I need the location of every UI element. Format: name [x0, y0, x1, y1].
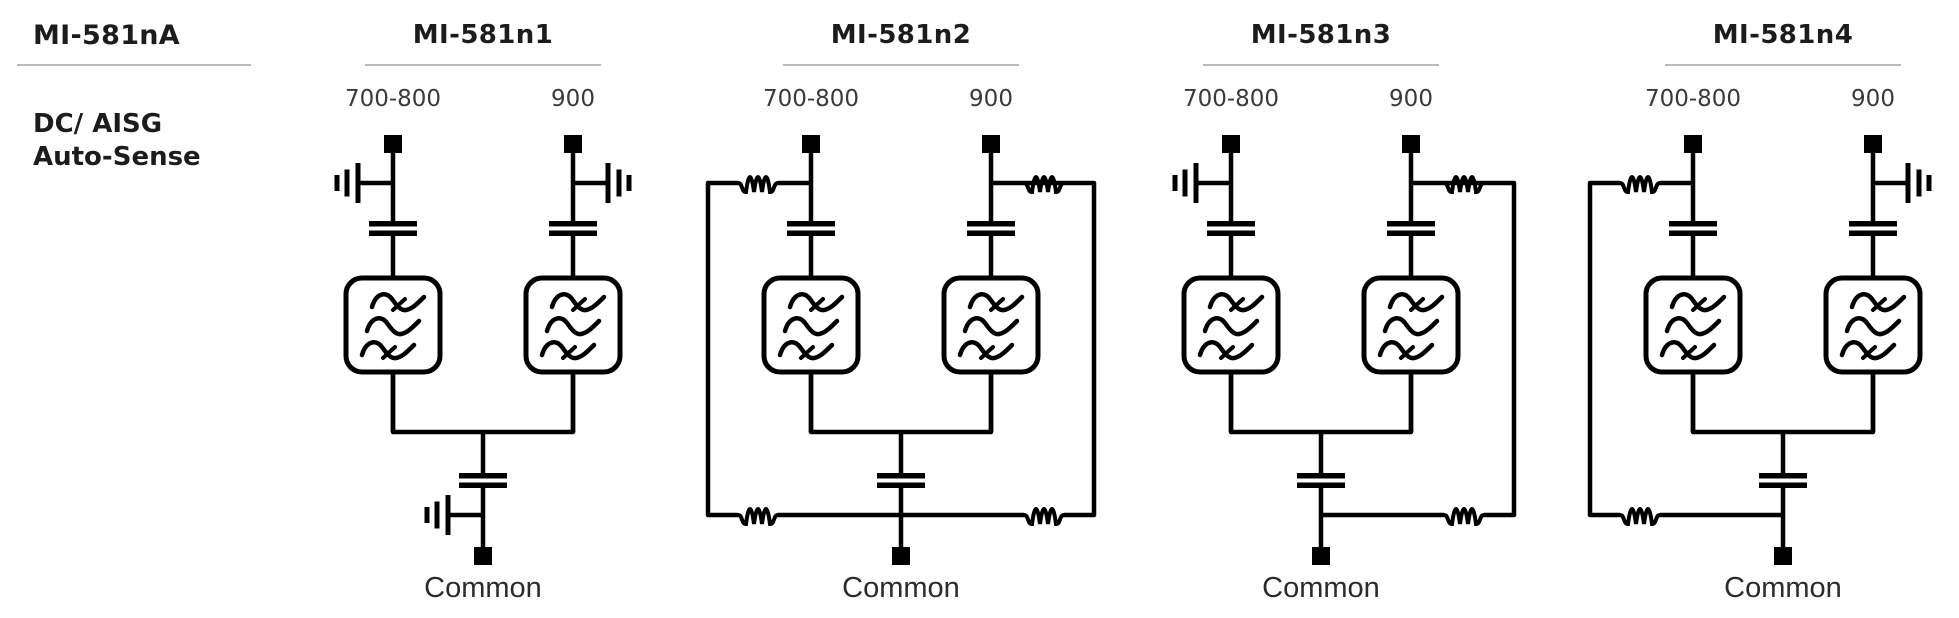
- port-terminal: [802, 135, 820, 153]
- capacitor-icon: [1759, 473, 1807, 488]
- port-terminal: [1222, 135, 1240, 153]
- bandpass-filter-icon: [1643, 275, 1743, 375]
- common-label: Common: [1262, 572, 1380, 604]
- port-terminal: [564, 135, 582, 153]
- inductor-icon: [1022, 507, 1066, 527]
- series-header: MI-581nA DC/ AISG Auto-Sense: [17, 0, 251, 618]
- circuit-title: MI-581n1: [412, 20, 554, 50]
- series-title: MI-581nA: [33, 20, 180, 51]
- capacitor-icon: [967, 221, 1015, 236]
- circuit-title: MI-581n3: [1250, 20, 1392, 50]
- capacitor-icon: [1387, 221, 1435, 236]
- wire: [808, 371, 994, 435]
- wire: [1587, 180, 1620, 518]
- circuit-divider: [1203, 64, 1439, 66]
- wire: [1228, 371, 1414, 435]
- common-label: Common: [842, 572, 960, 604]
- port-label: 700-800: [763, 86, 859, 112]
- series-divider: [17, 64, 251, 66]
- bandpass-filter-icon: [523, 275, 623, 375]
- port-label: 700-800: [1645, 86, 1741, 112]
- feature-line-1: DC/ AISG: [33, 109, 163, 139]
- ground-icon: [573, 163, 632, 203]
- common-terminal: [474, 547, 492, 565]
- port-label: 900: [1851, 86, 1895, 112]
- wire: [1690, 371, 1876, 435]
- capacitor-icon: [787, 221, 835, 236]
- ground-icon: [1873, 163, 1932, 203]
- bandpass-filter-icon: [1181, 275, 1281, 375]
- port-label: 900: [969, 86, 1013, 112]
- port-label: 900: [1389, 86, 1433, 112]
- port-terminal: [1402, 135, 1420, 153]
- circuit-divider: [783, 64, 1019, 66]
- capacitor-icon: [1669, 221, 1717, 236]
- capacitor-icon: [1207, 221, 1255, 236]
- circuit-divider: [365, 64, 601, 66]
- bandpass-filter-icon: [1823, 275, 1923, 375]
- common-terminal: [1312, 547, 1330, 565]
- port-label: 700-800: [1183, 86, 1279, 112]
- capacitor-icon: [369, 221, 417, 236]
- inductor-icon: [1618, 175, 1662, 195]
- wire: [1484, 180, 1517, 518]
- common-label: Common: [1724, 572, 1842, 604]
- bandpass-filter-icon: [761, 275, 861, 375]
- bandpass-filter-icon: [941, 275, 1041, 375]
- common-terminal: [892, 547, 910, 565]
- capacitor-icon: [459, 473, 507, 488]
- port-label: 700-800: [345, 86, 441, 112]
- inductor-icon: [1618, 507, 1662, 527]
- wire: [1064, 180, 1097, 518]
- feature-line-2: Auto-Sense: [33, 142, 201, 172]
- circuit-divider: [1665, 64, 1901, 66]
- inductor-icon: [736, 175, 780, 195]
- capacitor-icon: [1297, 473, 1345, 488]
- circuit-title: MI-581n2: [830, 20, 972, 50]
- capacitor-icon: [1849, 221, 1897, 236]
- bandpass-filter-icon: [1361, 275, 1461, 375]
- port-terminal: [1684, 135, 1702, 153]
- bandpass-filter-icon: [343, 275, 443, 375]
- port-terminal: [1864, 135, 1882, 153]
- ground-icon: [1172, 163, 1231, 203]
- inductor-icon: [1022, 175, 1066, 195]
- port-label: 900: [551, 86, 595, 112]
- wire: [390, 371, 576, 435]
- capacitor-icon: [549, 221, 597, 236]
- series-feature-label: DC/ AISG Auto-Sense: [33, 108, 201, 174]
- port-terminal: [384, 135, 402, 153]
- common-terminal: [1774, 547, 1792, 565]
- inductor-icon: [1442, 175, 1486, 195]
- inductor-icon: [1442, 507, 1486, 527]
- ground-icon: [334, 163, 393, 203]
- capacitor-icon: [877, 473, 925, 488]
- port-terminal: [982, 135, 1000, 153]
- ground-icon: [424, 495, 483, 535]
- wire: [705, 180, 738, 518]
- circuit-title: MI-581n4: [1712, 20, 1854, 50]
- inductor-icon: [736, 507, 780, 527]
- common-label: Common: [424, 572, 542, 604]
